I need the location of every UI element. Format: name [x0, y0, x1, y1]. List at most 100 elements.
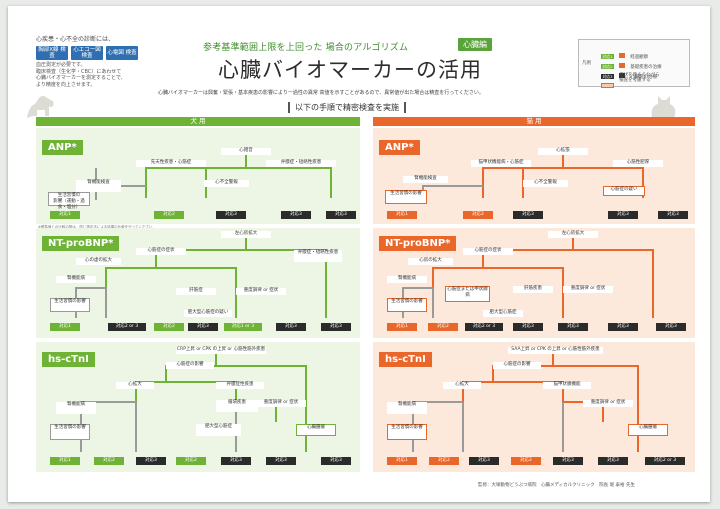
flowchart [373, 228, 695, 338]
node-top: 心拡張 [538, 148, 588, 155]
result-3: 対応3 [136, 457, 166, 465]
panel-title: NT-proBNP* [379, 236, 457, 251]
node: 先天性疾患・心筋症 [136, 160, 206, 167]
legend-box: 対応2 [601, 64, 614, 69]
result-6: 対応3 [598, 457, 628, 465]
node: 心筋症の影響 [493, 362, 541, 369]
node: 腎機能病 [387, 276, 427, 283]
panel-title: hs-cTnI [42, 352, 95, 367]
result-4: 対応3 [513, 323, 543, 331]
result-2: 対応2 [463, 211, 493, 219]
node-top: 心雑音 [221, 148, 271, 155]
node: 腎機能病 [56, 402, 96, 414]
test-xray: 胸部X線 検査 [36, 46, 68, 60]
node: 心臓腫瘍 [296, 424, 336, 436]
legend-box-dark [619, 73, 626, 78]
node: 心不全警報 [204, 180, 249, 187]
node: 重度調律 or 症状 [236, 288, 286, 295]
result-7: 対応3 [656, 323, 686, 331]
dog-icon [27, 96, 54, 118]
node-top: SAA上昇 or CPK の上昇 or 心筋性筋外疾患 [508, 347, 603, 354]
node: 心筋症の症状 [136, 248, 186, 255]
node: 腎機能病 [387, 402, 427, 414]
result-3: 対応3 [513, 211, 543, 219]
header-note: 心疾患・心不全の診断には、 [36, 36, 115, 43]
node: 生活習慣の影響 [387, 298, 427, 312]
node: 弁膜症性疾患 [216, 382, 264, 389]
pre-note: 血圧測定が必要です。 臨床検査（生化学・CBC）にあわせて 心臓バイオマーカーを… [36, 62, 126, 88]
legend-item-3: 対応3 心臓病の治療 [601, 63, 657, 82]
node: 生活習慣の影響 [387, 424, 427, 440]
legend-box: 対応1 [601, 54, 614, 59]
subtitle: 参考基準範囲上限を上回った 場合のアルゴリズム [203, 43, 409, 53]
intro-text: 心臓バイオマーカーは興奮・緊張・基本疾患の影響によりー過性の異常 高値を示すこと… [158, 90, 484, 96]
node: 生活習慣の影響 [50, 424, 90, 440]
legend-box-cat [619, 63, 626, 68]
credit: 監修：大塚動物どうぶつ病院 心臓メディカルクリニック 院長 堀 泰裕 先生 [478, 483, 635, 488]
result-7: 対応3 [321, 323, 351, 331]
node-top: 左心房拡大 [221, 231, 271, 238]
node: 腎機能病 [56, 276, 96, 283]
node: 肥大型心筋症の疑い [184, 310, 232, 317]
footnote: ※基準値との比較の際は、同じ測定法による結果の比較を行ってください [38, 225, 153, 229]
result-5: 対応3 [558, 323, 588, 331]
result-2: 対応2 [428, 323, 458, 331]
dog-panel-hsctni: hs-cTnI CRP上昇 or CPK の上昇 or 心筋性筋外疾患 心筋症の… [36, 342, 360, 472]
flow-lines [95, 154, 332, 200]
legend-text: 症状を踏まえながら 検査を考慮する [619, 73, 660, 83]
result-1: 対応1 [50, 323, 80, 331]
flow-lines [75, 238, 327, 318]
node: 腎機能検査 [76, 180, 121, 192]
cat-column-header: 猫 用 [373, 117, 695, 126]
heart-badge: 心臓編 [458, 38, 492, 51]
result-4: 対応3 [281, 211, 311, 219]
panel-title: hs-cTnI [379, 352, 432, 367]
result-1: 対応1 [50, 457, 80, 465]
legend-label: 凡例 [582, 61, 591, 66]
result-1: 対応1 [387, 323, 417, 331]
poster-sheet: 心疾患・心不全の診断には、 胸部X線 検査 心エコー図 検査 心電図 検査 血圧… [8, 6, 710, 502]
result-4: 対応3 [608, 211, 638, 219]
flow-lines [402, 238, 654, 318]
flowchart [36, 228, 360, 338]
node: 心拡大 [116, 382, 154, 389]
legend-item-2: 対応2 基礎疾患の治療 [601, 53, 662, 72]
node: 心筋症の症状 [463, 248, 513, 255]
legend-text: 心臓病の治療 [630, 75, 658, 80]
result-3: 対応3 [469, 457, 499, 465]
result-5: 対応1 or 3 [224, 323, 262, 331]
page-title: 心臓バイオマーカーの活用 [218, 58, 482, 82]
legend-text: 基礎疾患の治療 [630, 65, 662, 70]
node: 循環疾患 [216, 400, 258, 412]
node: 生活習慣の影響 [50, 298, 90, 312]
node: 心臓腫瘍 [628, 424, 668, 436]
node: 肥大型心筋症 [483, 310, 523, 317]
panel-title: NT-proBNP* [42, 236, 120, 251]
result-3: 対応3 [216, 211, 246, 219]
dog-column-header: 犬 用 [36, 117, 360, 126]
result-2: 対応2 [94, 457, 124, 465]
node: 生活習慣の 影響（運動・過食・塩分） [48, 192, 90, 210]
node: 肝筋症 [176, 288, 216, 295]
node: 心筋症の疑い [603, 186, 645, 196]
result-5: 対応3 [553, 457, 583, 465]
flowchart [36, 128, 360, 224]
legend-text: 経過観察 [630, 55, 649, 60]
node: 猫甲状腺機能 [543, 382, 591, 389]
result-3: 対応2 [154, 323, 184, 331]
legend-item-4: 症状を踏まえながら 検査を考慮する [601, 73, 660, 92]
legend-box: 対応3 [601, 74, 614, 79]
result-7: 対応2 or 3 [645, 457, 685, 465]
node: 腎機能検査 [403, 176, 448, 183]
legend-box-cat [619, 53, 626, 58]
node: 重度調律 or 症状 [256, 400, 306, 407]
result-2: 対応2 [154, 211, 184, 219]
legend-item-1: 対応1 経過観察 [601, 43, 648, 62]
result-2: 対応2 or 3 [108, 323, 146, 331]
banner: 以下の手順で精密検査を実施 [288, 102, 406, 113]
node: 猫甲状機能病・心筋症 [471, 160, 531, 167]
node: 心筋症または甲状腺病 [445, 286, 490, 302]
result-5: 対応3 [658, 211, 688, 219]
cat-panel-hsctni: hs-cTnI SAA上昇 or CPK の上昇 or 心筋性筋外疾患 心筋症の… [373, 342, 695, 472]
result-7: 対応3 [321, 457, 351, 465]
